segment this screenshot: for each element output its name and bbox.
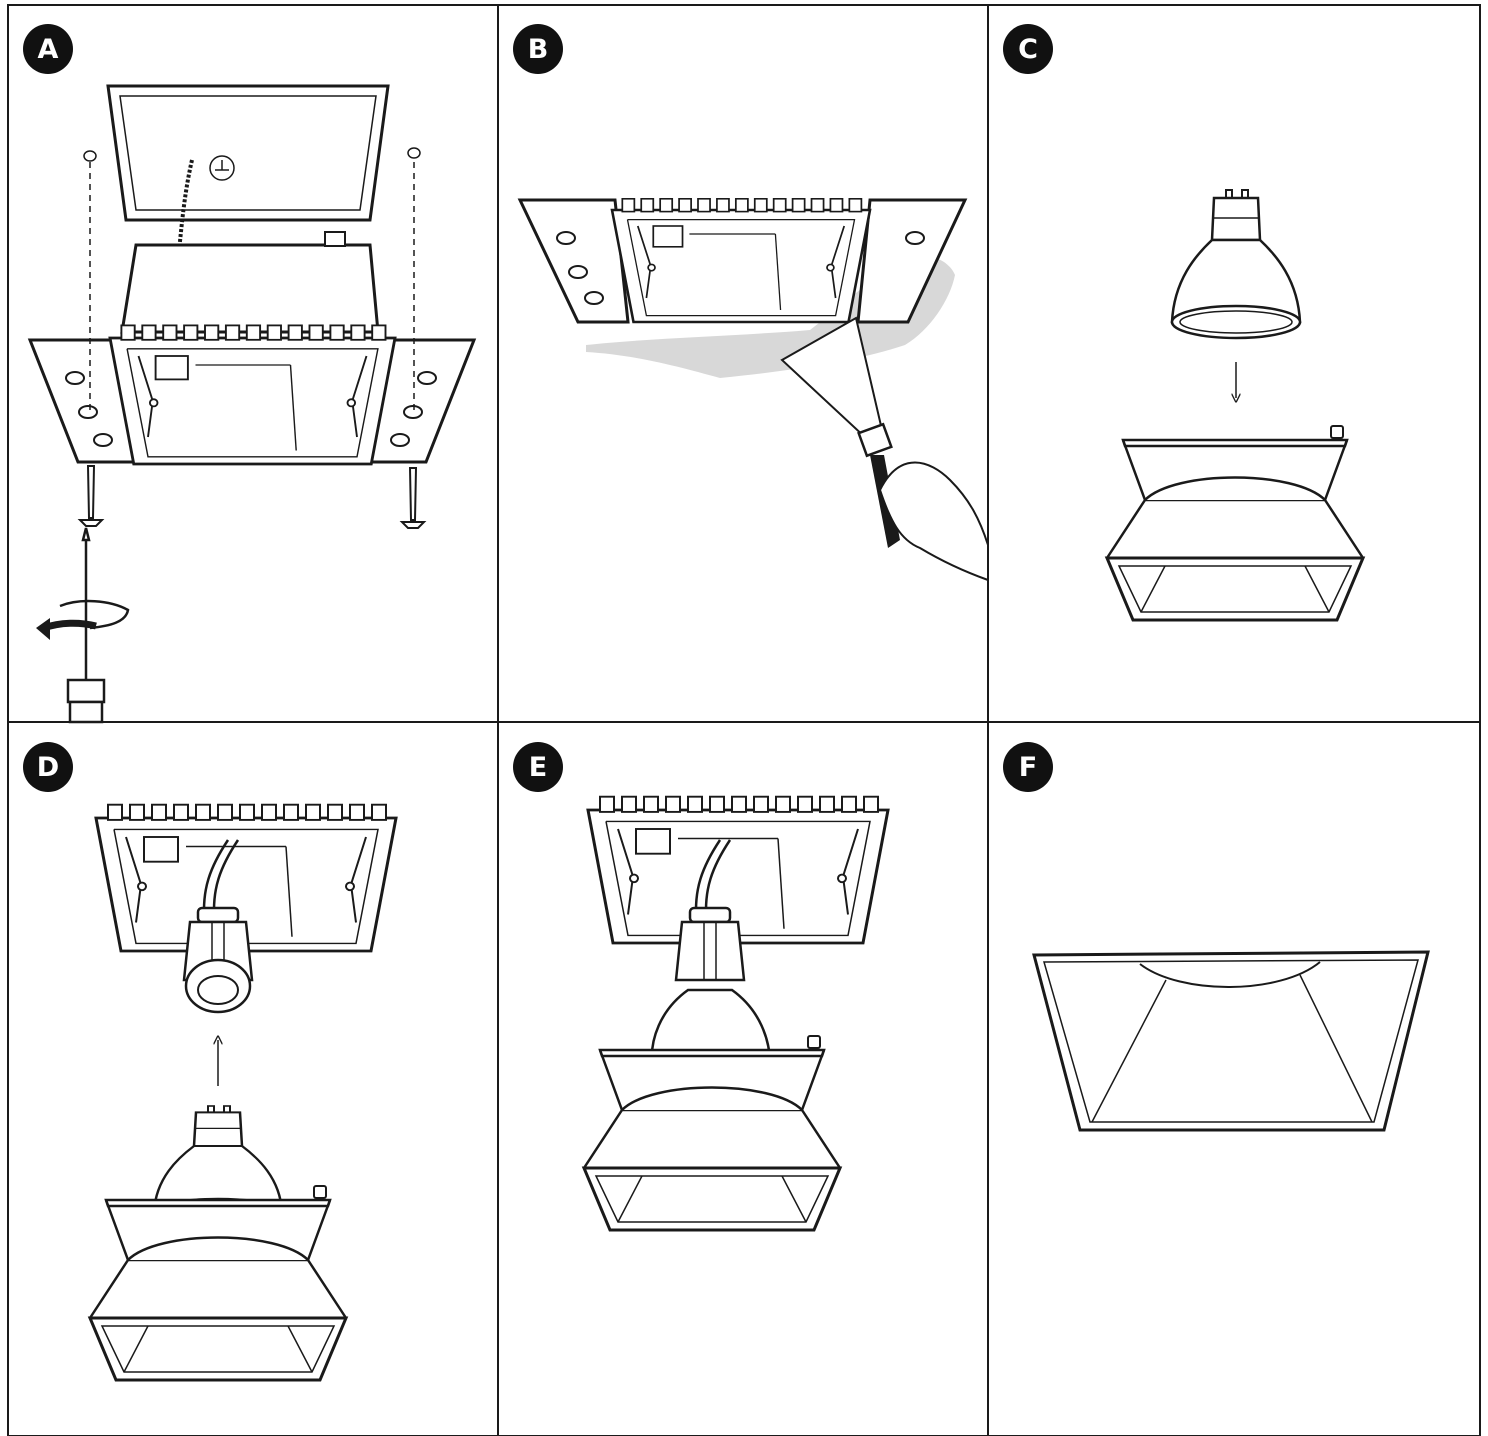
step-badge-c: C bbox=[1003, 24, 1053, 74]
step-badge-b: B bbox=[513, 24, 563, 74]
step-badge-a: A bbox=[23, 24, 73, 74]
panel-c-illustration bbox=[1105, 188, 1365, 622]
step-badge-f: F bbox=[1003, 742, 1053, 792]
panel-e-illustration bbox=[582, 795, 890, 1232]
panel-d-illustration bbox=[88, 803, 398, 1382]
panel-f-illustration bbox=[1032, 950, 1430, 1132]
panel-b-illustration bbox=[517, 197, 989, 582]
step-badge-d: D bbox=[23, 742, 73, 792]
step-badge-e: E bbox=[513, 742, 563, 792]
panel-a-illustration bbox=[27, 84, 477, 724]
panel-grid bbox=[7, 4, 1481, 1436]
